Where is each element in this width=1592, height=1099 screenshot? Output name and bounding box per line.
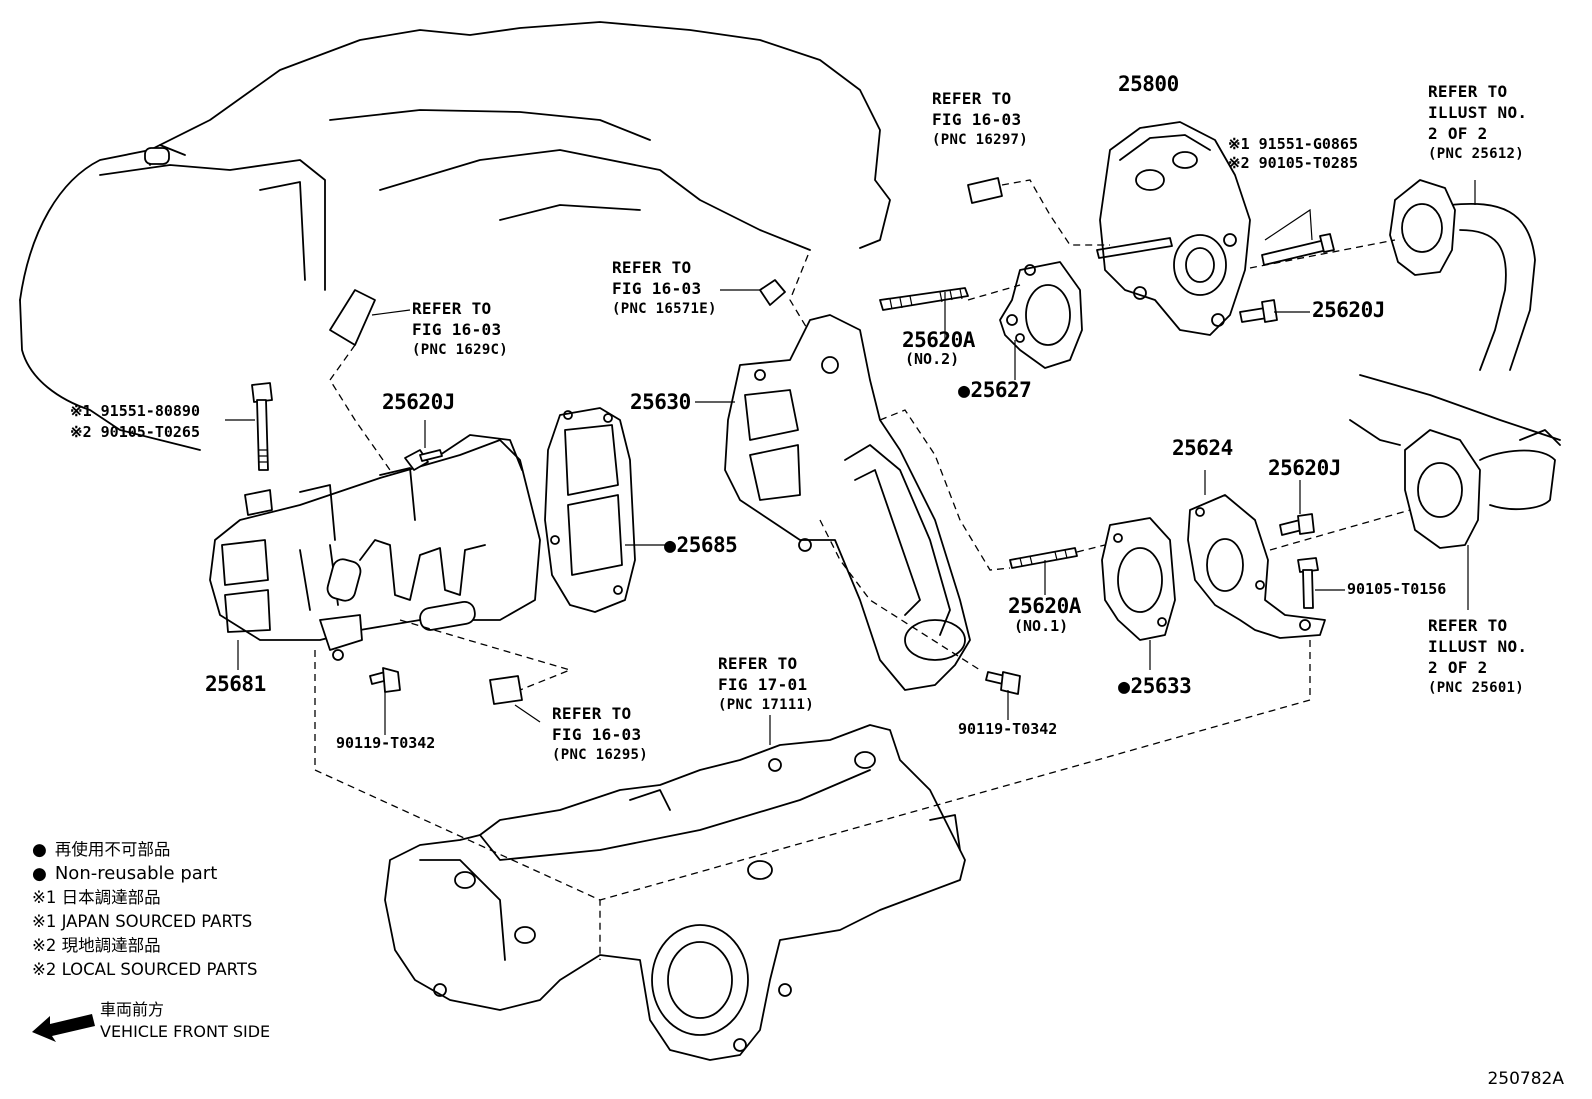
legend: 再使用不可部品 Non-reusable part ※1 日本調達部品 ※1 J… [32, 838, 257, 982]
part-label-25685: 25685 [664, 535, 738, 556]
legend-nonreusable-en: Non-reusable part [32, 862, 257, 886]
part-label-90119-T0342-left: 90119-T0342 [336, 734, 436, 752]
gasket-25627 [999, 261, 1083, 369]
stud-25620A-upper [879, 287, 969, 311]
legend-nonreusable-jp: 再使用不可部品 [32, 838, 257, 862]
engine-block-outline [19, 21, 891, 451]
legend-local-jp: ※2 現地調達部品 [32, 936, 161, 955]
bolt-91551-80890 [251, 382, 273, 471]
part-label-91551-80890: ※1 91551-80890 [70, 402, 200, 420]
part-label-90119-T0342-mid: 90119-T0342 [958, 720, 1058, 738]
part-label-25633: 25633 [1118, 676, 1192, 697]
pipe-1629C [329, 289, 376, 346]
egr-valve-25800 [1096, 121, 1251, 336]
part-label-90105-T0156: 90105-T0156 [1347, 580, 1447, 598]
egr-cooler-25681 [209, 434, 541, 661]
part-label-25681: 25681 [205, 672, 266, 696]
part-label-25620A-lower: 25620A [1008, 594, 1081, 618]
part-label-25620A-upper-sub: (NO.2) [905, 350, 960, 368]
part-label-25620J-right: 25620J [1268, 456, 1341, 480]
legend-local-en: ※2 LOCAL SOURCED PARTS [32, 960, 258, 979]
legend-japan-en: ※1 JAPAN SOURCED PARTS [32, 912, 253, 931]
front-label-jp: 車両前方 [100, 1000, 165, 1019]
pipe-16297 [967, 177, 1003, 204]
part-label-90105-T0265: ※2 90105-T0265 [70, 423, 200, 441]
part-label-25630: 25630 [630, 390, 691, 414]
part-label-25620J-top-right: 25620J [1312, 298, 1385, 322]
bolt-91551-G0865 [1261, 233, 1335, 266]
front-label-en: VEHICLE FRONT SIDE [100, 1022, 271, 1041]
part-label-25627: 25627 [958, 380, 1032, 401]
bolt-25620J-top [1239, 299, 1278, 323]
legend-japan-jp: ※1 日本調達部品 [32, 888, 161, 907]
egr-cooler-bypass-25630 [724, 314, 971, 691]
bolt-90119-left [369, 667, 401, 693]
pipe-16571E [759, 279, 786, 306]
intake-manifold [384, 724, 966, 1061]
exhaust-pipe-outline [1349, 179, 1561, 549]
bolt-90105-T0156 [1297, 557, 1319, 609]
front-arrow-icon [32, 1014, 95, 1042]
stud-25620A-lower [1009, 547, 1078, 569]
part-label-25620A-upper: 25620A [902, 328, 975, 352]
part-label-90105-T0285: ※2 90105-T0285 [1228, 154, 1358, 172]
part-label-25620A-lower-sub: (NO.1) [1014, 617, 1069, 635]
part-label-25620J-left: 25620J [382, 390, 455, 414]
assembly-lines [314, 179, 1411, 960]
bolt-90119-mid [985, 671, 1021, 695]
pipe-16295 [489, 675, 523, 705]
gasket-25685 [544, 407, 636, 613]
figure-number: 250782A [1487, 1069, 1564, 1089]
leader-lines [225, 180, 1476, 745]
part-label-25624: 25624 [1172, 436, 1233, 460]
bolt-25620J-right [1279, 513, 1315, 536]
part-label-25800: 25800 [1118, 72, 1179, 96]
part-label-91551-G0865: ※1 91551-G0865 [1228, 135, 1358, 153]
gasket-25633 [1101, 517, 1176, 641]
flange-25624 [1187, 494, 1326, 639]
bolt-25620J-left [404, 449, 443, 471]
